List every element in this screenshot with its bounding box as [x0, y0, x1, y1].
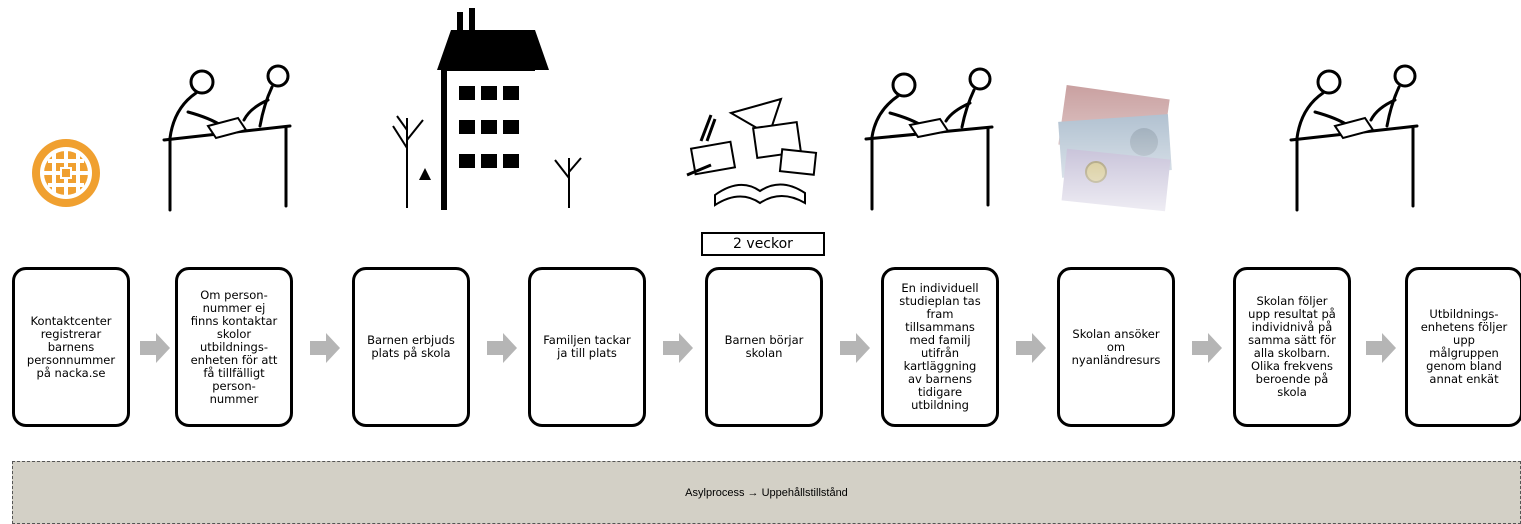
process-step-text: Utbildnings- enhetens följer upp målgrup…: [1421, 308, 1508, 386]
process-step-text: Skolan följer upp resultat på individniv…: [1248, 295, 1336, 399]
desk-people-icon: [862, 63, 1007, 213]
arrow-right-icon: [661, 331, 695, 365]
process-step-text: Familjen tackar ja till plats: [543, 334, 631, 360]
process-step-text: Om person- nummer ej finns kontaktar sko…: [191, 289, 278, 406]
arrow-right-icon: [308, 331, 342, 365]
process-step-1: Kontaktcenter registrerar barnens person…: [12, 267, 130, 427]
logo-icon: [28, 135, 104, 211]
arrow-right-icon: [485, 331, 519, 365]
arrow-right-icon: [1364, 331, 1398, 365]
asylum-process-banner: Asylprocess → Uppehållstillstånd: [12, 461, 1521, 524]
process-step-9: Utbildnings- enhetens följer upp målgrup…: [1405, 267, 1521, 427]
desk-people-icon: [1287, 60, 1432, 215]
process-step-text: Kontaktcenter registrerar barnens person…: [27, 315, 115, 380]
building-icon: [385, 8, 585, 213]
process-step-text: En individuell studieplan tas fram tills…: [899, 282, 980, 412]
arrow-right-icon: [1014, 331, 1048, 365]
process-step-4: Familjen tackar ja till plats: [528, 267, 646, 427]
banknotes-icon: [1058, 84, 1176, 216]
process-step-text: Barnen börjar skolan: [725, 334, 804, 360]
arrow-right-icon: [1190, 331, 1224, 365]
process-step-8: Skolan följer upp resultat på individniv…: [1233, 267, 1351, 427]
banner-text: Asylprocess → Uppehållstillstånd: [685, 487, 848, 499]
process-step-7: Skolan ansöker om nyanländresurs: [1057, 267, 1175, 427]
process-step-2: Om person- nummer ej finns kontaktar sko…: [175, 267, 293, 427]
arrow-right-icon: [838, 331, 872, 365]
duration-label: 2 veckor: [701, 232, 825, 256]
process-step-6: En individuell studieplan tas fram tills…: [881, 267, 999, 427]
arrow-right-icon: [138, 331, 172, 365]
books-icon: [685, 95, 825, 210]
process-step-text: Skolan ansöker om nyanländresurs: [1072, 328, 1161, 367]
desk-people-icon: [160, 60, 305, 215]
process-step-5: Barnen börjar skolan: [705, 267, 823, 427]
process-step-3: Barnen erbjuds plats på skola: [352, 267, 470, 427]
process-step-text: Barnen erbjuds plats på skola: [367, 334, 455, 360]
